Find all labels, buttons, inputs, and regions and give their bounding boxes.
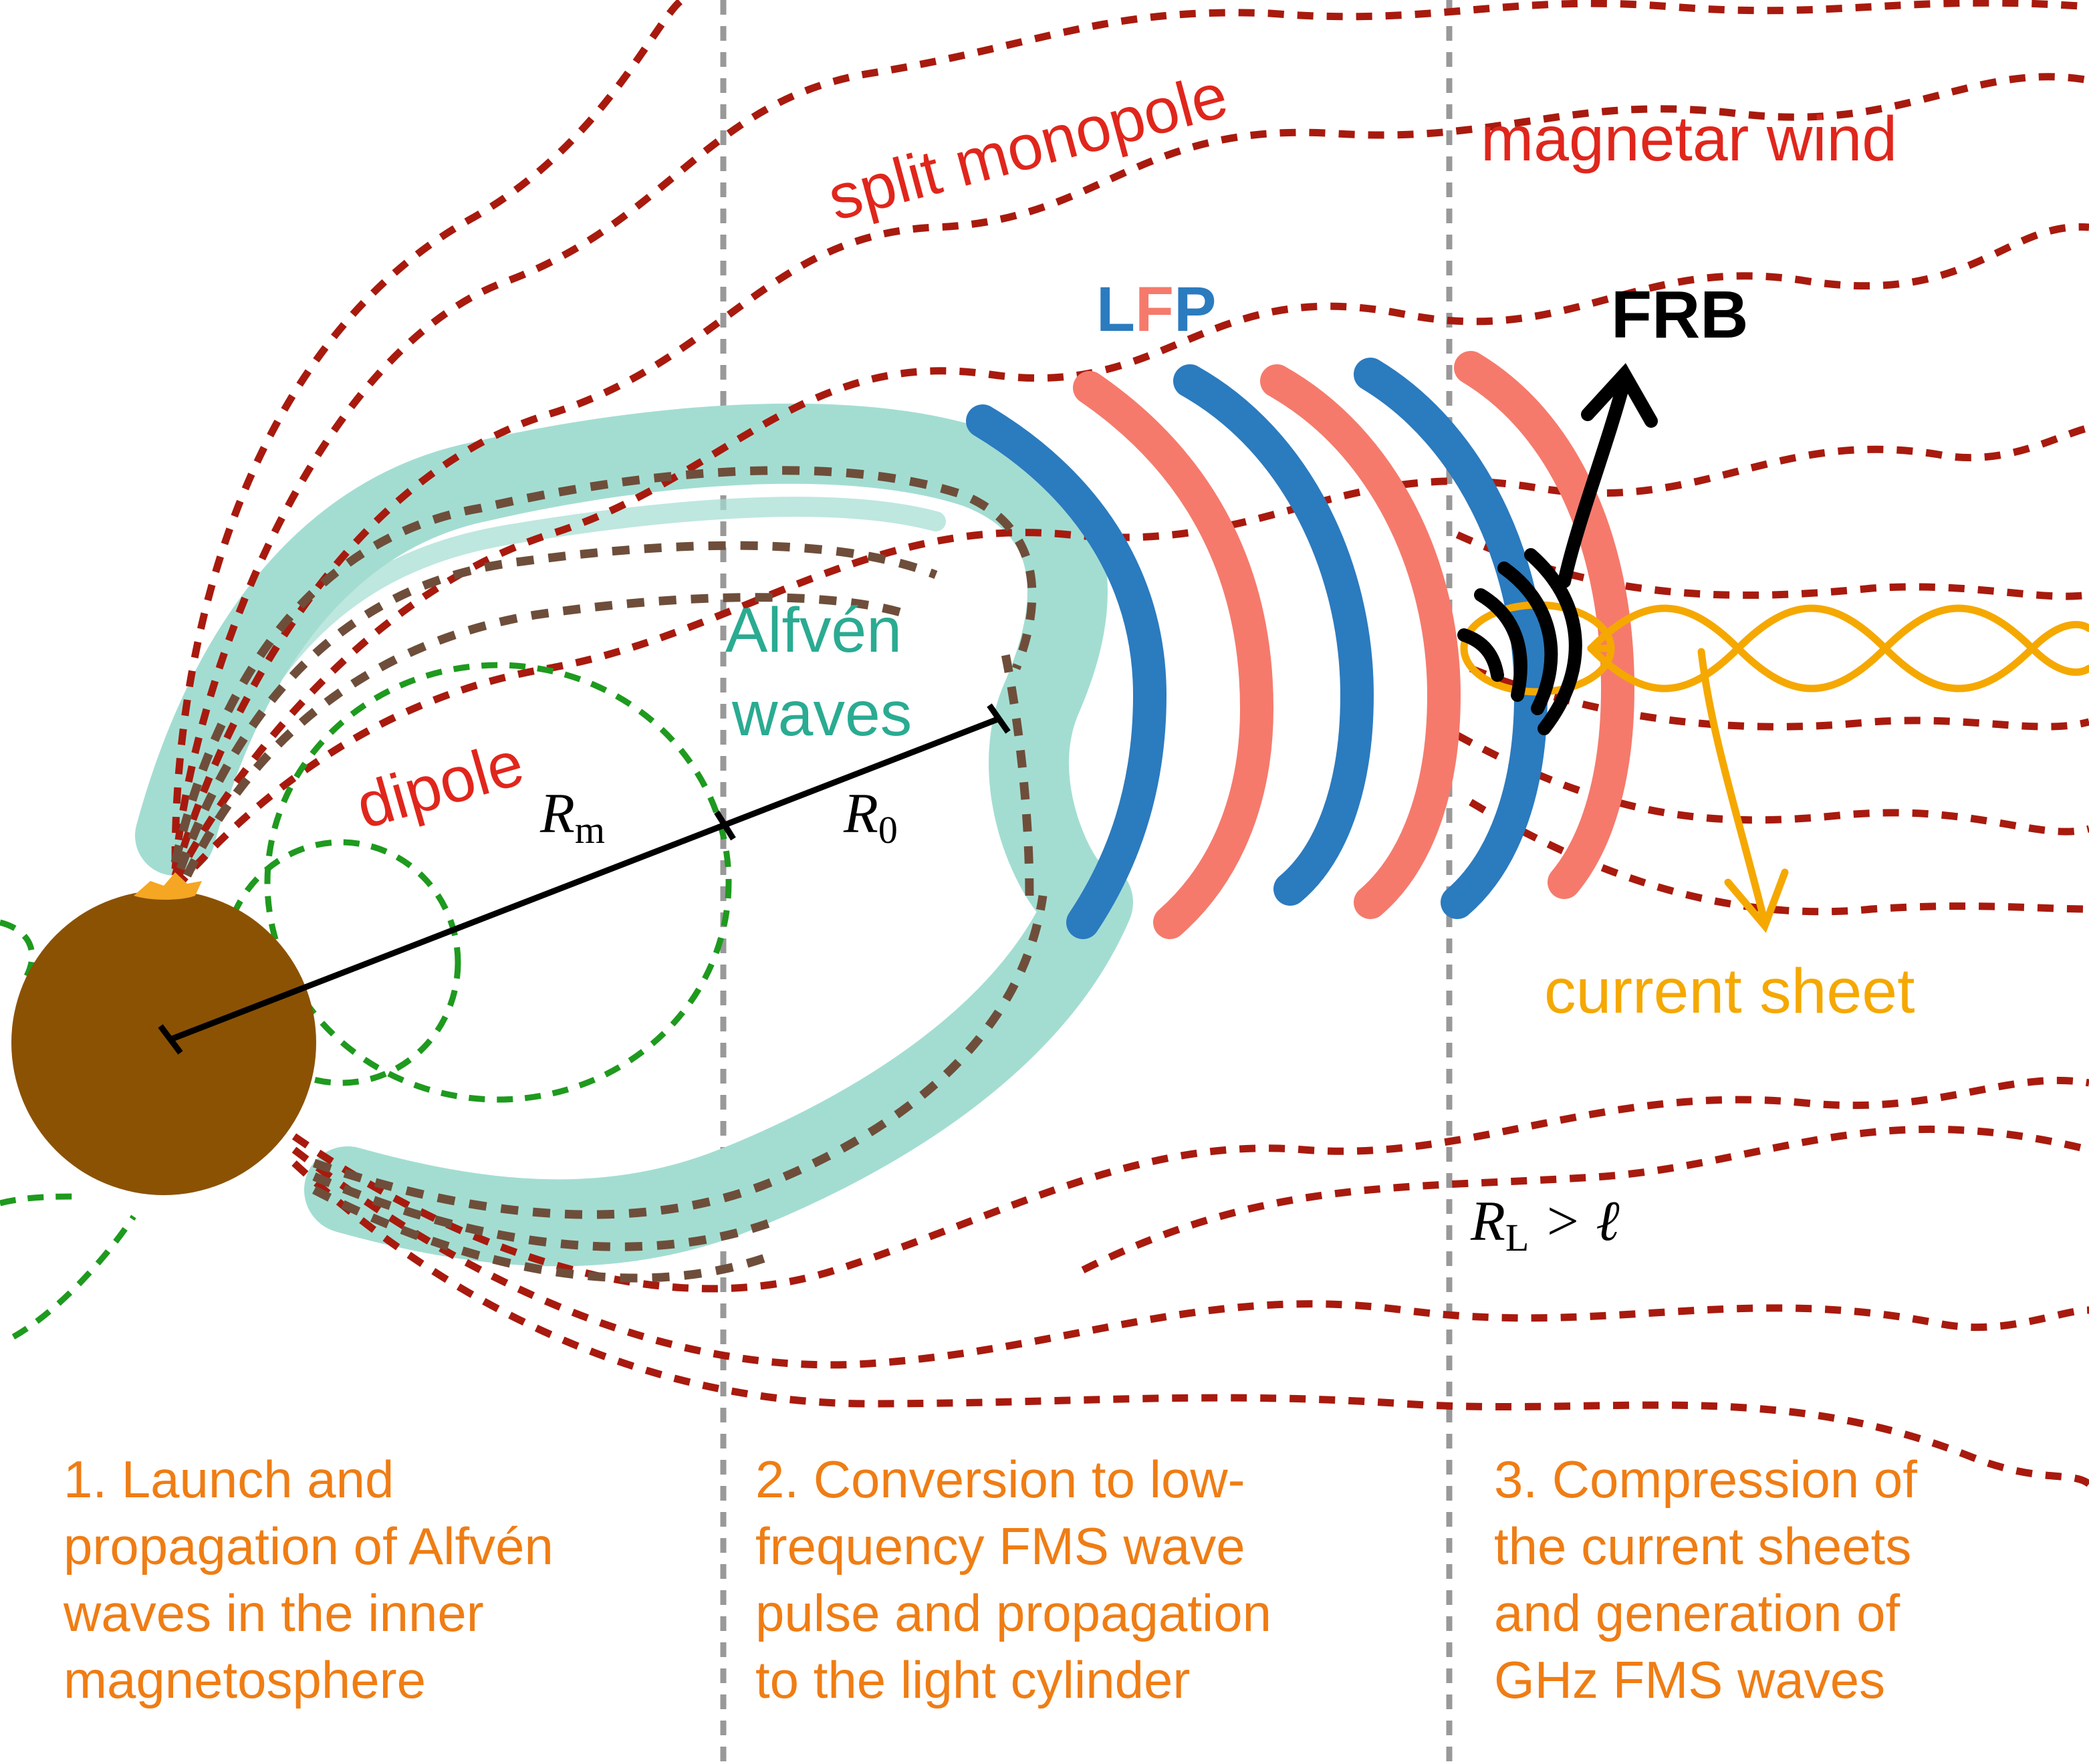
alfven-label-line2: waves: [731, 678, 912, 749]
rl-label: RL > ℓ: [1470, 1190, 1620, 1259]
caption-stage2-line3: pulse and propagation: [755, 1584, 1271, 1642]
field-line-9: [291, 1160, 2089, 1487]
rm-base: R: [539, 782, 575, 845]
r0-sub: 0: [878, 808, 898, 852]
dipole-loop-outer: [264, 662, 732, 1103]
current-sheet-wave-a: [1587, 604, 2089, 692]
field-line-11: [1469, 664, 2089, 731]
frb-arrow-head: [1581, 363, 1658, 428]
caption-stage3-line2: the current sheets: [1494, 1517, 1911, 1576]
dipole-label: dipole: [349, 727, 531, 842]
ghz-arc-4: [1524, 548, 1582, 735]
inner-line-4: [312, 895, 1048, 1219]
lfp-letter-l: L: [1096, 274, 1135, 345]
rm-label: Rm: [539, 782, 605, 852]
rm-sub: m: [575, 808, 605, 852]
alfven-wave-band: [135, 403, 1133, 1267]
lfp-letter-p: P: [1174, 274, 1216, 345]
outer-field-lines: [171, 0, 2089, 1487]
frb-arrow-shaft: [1558, 374, 1631, 588]
lfp-arc-4: [1260, 364, 1461, 919]
field-line-2: [171, 0, 2089, 870]
ghz-arc-3: [1497, 561, 1558, 715]
radius-tick-start: [158, 1024, 183, 1055]
caption-stage2: 2. Conversion to low- frequency FMS wave…: [755, 1450, 1286, 1709]
current-sheet: [1460, 601, 2089, 933]
radius-lines: [158, 703, 1011, 1055]
rl-rest: > ℓ: [1529, 1190, 1620, 1253]
radius-tick-end: [987, 703, 1011, 734]
caption-stage2-line4: to the light cylinder: [755, 1650, 1190, 1709]
caption-stage1: 1. Launch and propagation of Alfvén wave…: [63, 1450, 568, 1709]
labels: split monopole magnetar wind LFP FRB Alf…: [349, 59, 1915, 1259]
inner-line-3: [183, 593, 911, 878]
field-line-12: [1455, 531, 2089, 600]
rl-base: R: [1470, 1190, 1505, 1253]
field-line-4: [172, 223, 2089, 884]
lfp-letter-f: F: [1135, 274, 1174, 345]
field-line-6: [1081, 1125, 2089, 1273]
caption-stage3: 3. Compression of the current sheets and…: [1494, 1450, 1932, 1709]
alfven-label-line1: Alfvén: [725, 595, 902, 666]
field-line-5: [172, 424, 2089, 892]
dipole-left-arc: [0, 919, 35, 978]
stage-captions: 1. Launch and propagation of Alfvén wave…: [63, 1450, 1932, 1709]
ghz-arc-2: [1474, 588, 1527, 702]
magnetar-flare: [134, 872, 202, 900]
radius-tick-mid: [714, 810, 736, 841]
current-sheet-arrow-head: [1724, 868, 1789, 933]
caption-stage3-line1: 3. Compression of: [1494, 1450, 1917, 1509]
alfven-band-upper: [135, 403, 1110, 929]
caption-stage1-line3: waves in the inner: [63, 1584, 484, 1642]
field-line-7: [291, 1076, 2089, 1293]
caption-stage3-line3: and generation of: [1494, 1584, 1900, 1642]
inner-line-2: [176, 541, 938, 871]
lfp-arc-1: [966, 404, 1167, 939]
lfp-arc-6: [1454, 351, 1635, 899]
region-dividers: [720, 0, 1453, 1764]
current-sheet-label: current sheet: [1544, 956, 1915, 1027]
r0-base: R: [843, 782, 878, 845]
rl-sub: L: [1505, 1216, 1529, 1259]
current-sheet-arrow-shaft: [1697, 648, 1769, 926]
lfp-arcs: [966, 351, 1635, 939]
field-line-10: [1455, 732, 2089, 836]
caption-stage1-line4: magnetosphere: [64, 1650, 426, 1709]
lfp-arc-5: [1354, 358, 1548, 919]
inner-line-1: [170, 466, 1037, 864]
magnetar-star: [11, 890, 316, 1195]
alfven-band-lower: [304, 859, 1133, 1267]
inner-line-5: [312, 1172, 771, 1251]
alfven-band-flare-edge: [191, 497, 946, 826]
ghz-arc-1: [1457, 628, 1504, 682]
field-line-8: [291, 1146, 2089, 1369]
caption-stage3-line4: GHz FMS waves: [1494, 1650, 1885, 1709]
inner-field-lines: [170, 466, 1048, 1283]
lfp-arc-3: [1173, 364, 1374, 906]
split-monopole-label: split monopole: [821, 59, 1235, 234]
radius-line: [169, 715, 1001, 1043]
lfp-label: LFP: [1096, 274, 1216, 345]
lfp-arc-2: [1073, 371, 1274, 939]
caption-stage1-line1: 1. Launch and: [64, 1450, 394, 1509]
field-line-1: [171, 0, 685, 863]
caption-stage2-line1: 2. Conversion to low-: [755, 1450, 1245, 1509]
dipole-bottom-left-arc: [0, 1193, 81, 1207]
current-sheet-wave-b: [1587, 604, 2089, 692]
r0-label: R0: [843, 782, 898, 852]
ghz-emission-arcs: [1457, 363, 1658, 735]
magnetar-wind-label: magnetar wind: [1481, 104, 1897, 174]
caption-stage1-line2: propagation of Alfvén: [64, 1517, 554, 1576]
magnetar: [11, 872, 316, 1195]
inner-line-7: [998, 640, 1034, 896]
dipole-bottom-arc: [11, 1215, 136, 1340]
inner-line-6: [312, 1186, 771, 1283]
caption-stage2-line2: frequency FMS wave: [755, 1517, 1245, 1576]
frb-label: FRB: [1611, 277, 1749, 352]
